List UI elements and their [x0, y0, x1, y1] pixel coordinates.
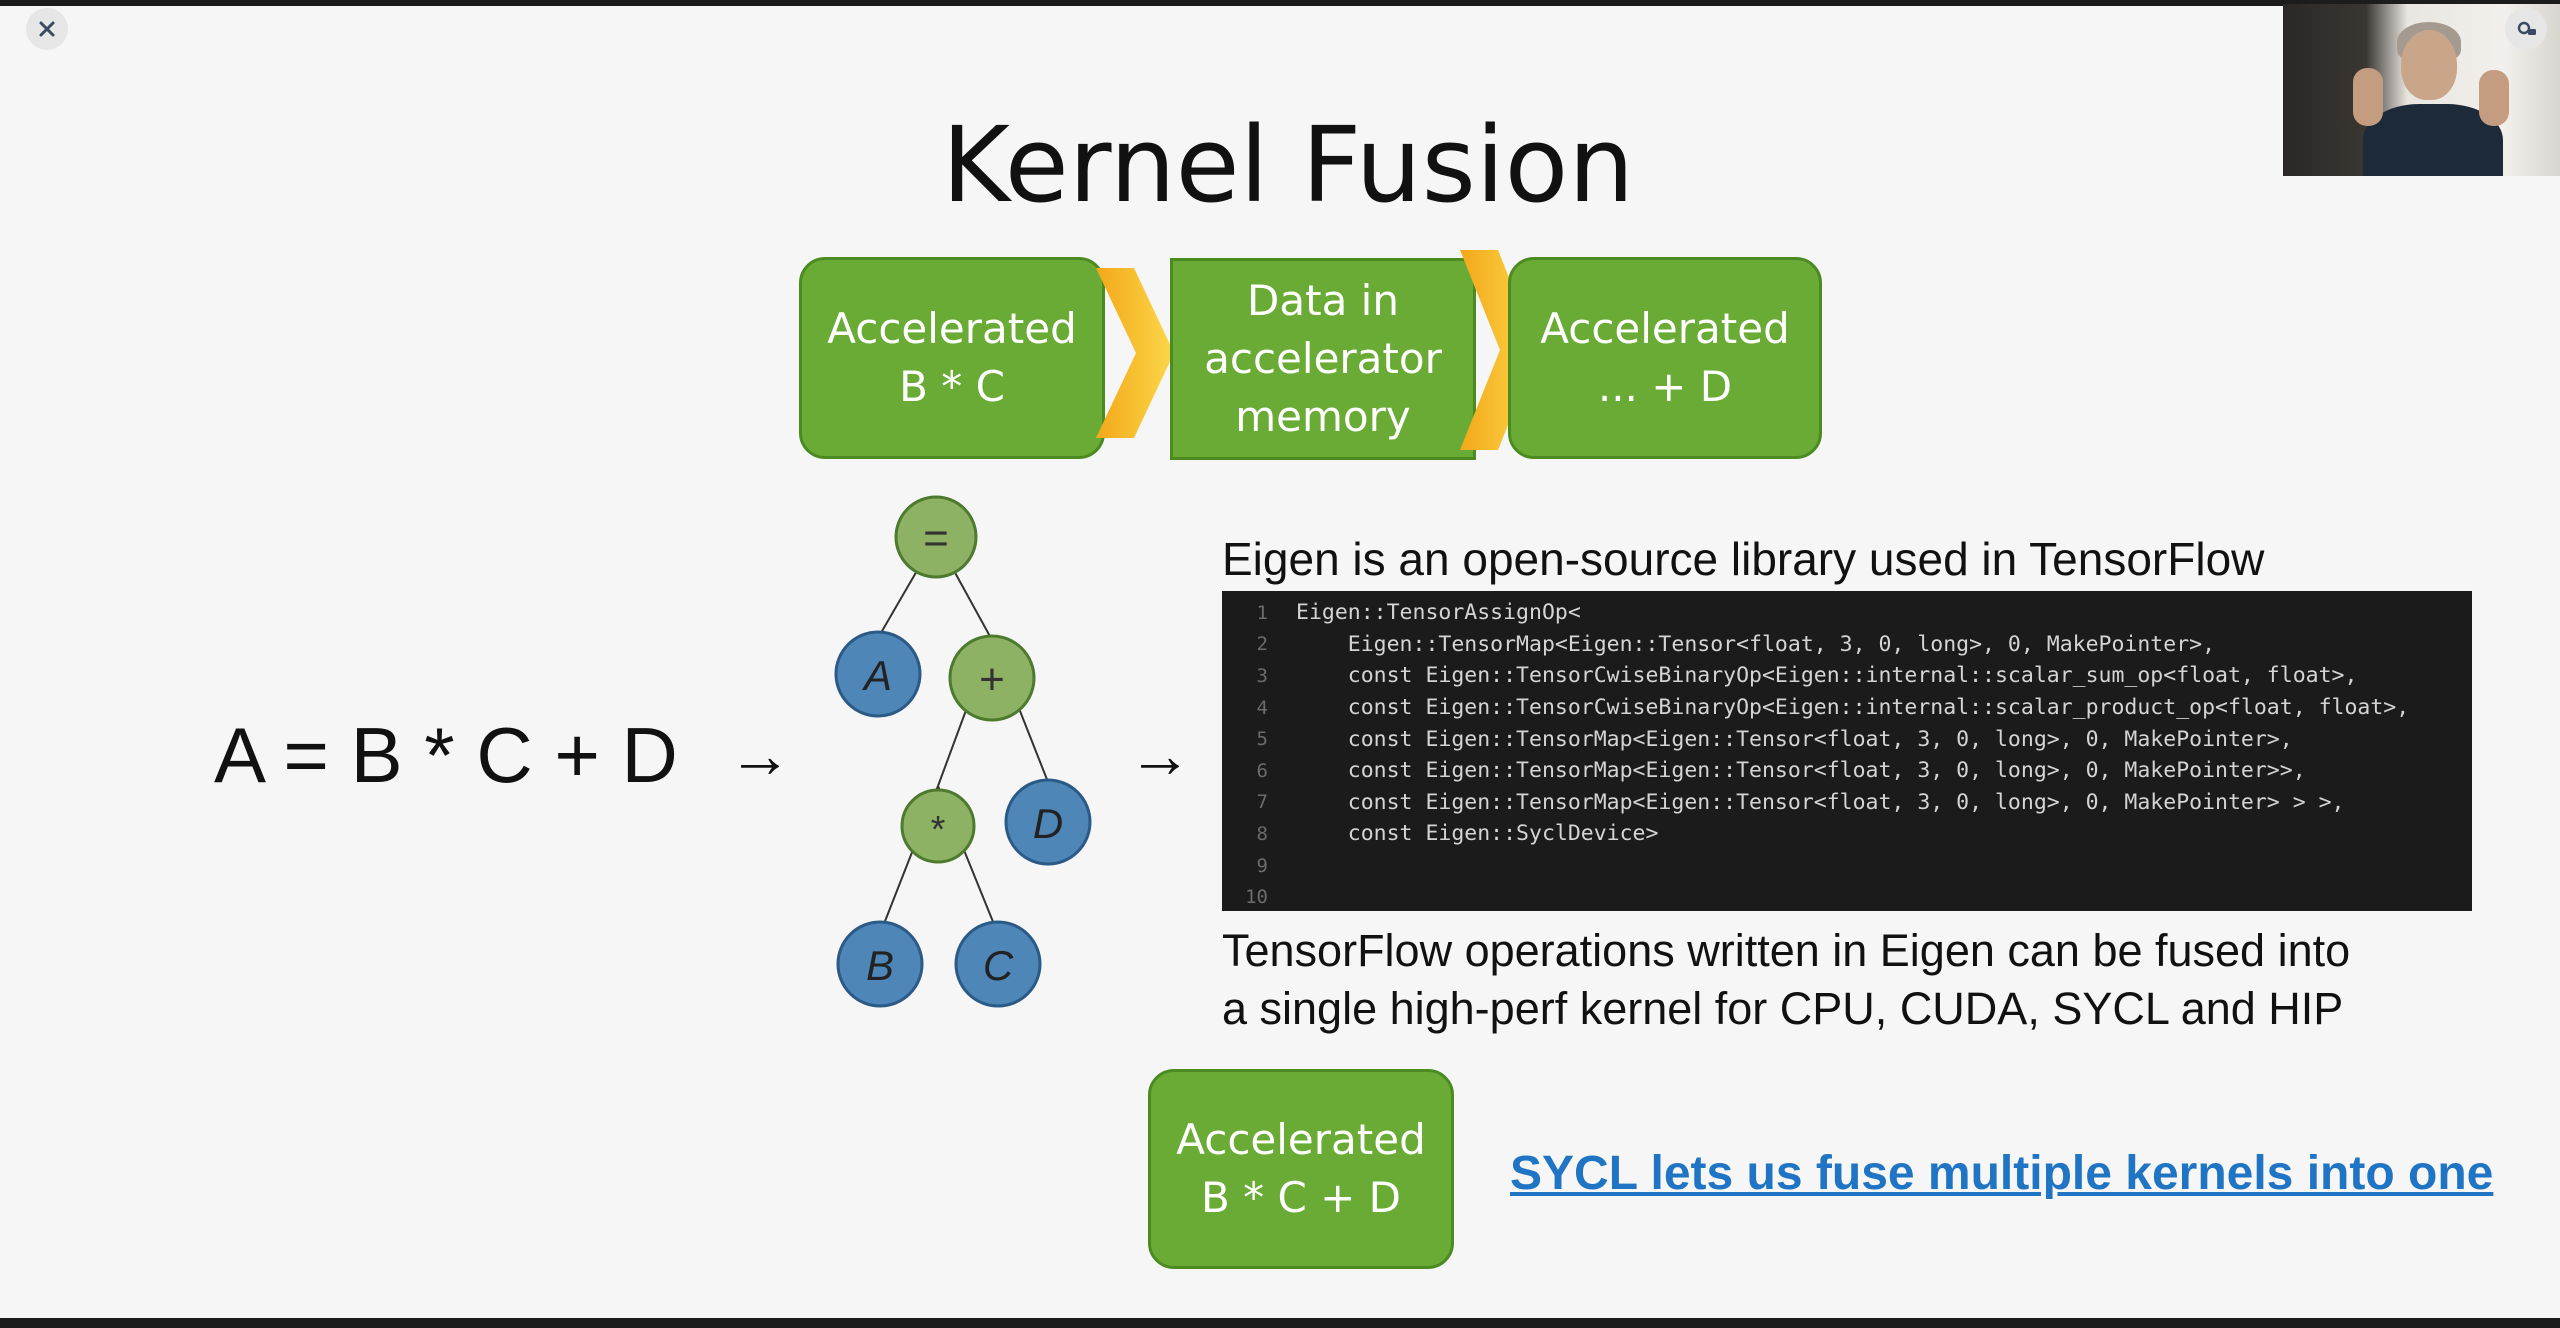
code-line: 5 const Eigen::TensorMap<Eigen::Tensor<f… [1222, 723, 2472, 755]
fused-kernel-box-label: Accelerated B * C + D [1176, 1115, 1426, 1222]
line-number: 10 [1245, 886, 1268, 909]
line-number: 4 [1256, 696, 1268, 719]
code-text: const Eigen::TensorMap<Eigen::Tensor<flo… [1296, 726, 2293, 752]
svg-text:*: * [931, 809, 946, 851]
code-line: 6 const Eigen::TensorMap<Eigen::Tensor<f… [1222, 755, 2472, 787]
presenter-hand-right [2479, 70, 2509, 126]
slide-title: Kernel Fusion [941, 104, 1635, 226]
line-number: 6 [1256, 759, 1268, 782]
camera-icon [2517, 21, 2536, 35]
code-text: Eigen::TensorAssignOp< [1296, 600, 1581, 626]
code-line: 10 [1222, 881, 2472, 913]
right-arrow-icon: → [728, 719, 792, 791]
code-line: 3 const Eigen::TensorCwiseBinaryOp<Eigen… [1222, 660, 2472, 692]
code-line: 7 const Eigen::TensorMap<Eigen::Tensor<f… [1222, 787, 2472, 819]
pipeline-box-2-label: Data in accelerator memory [1204, 276, 1442, 441]
equation: A = B * C + D [214, 711, 678, 799]
fused-description-line-2: a single high-perf kernel for CPU, CUDA,… [1222, 982, 2344, 1034]
camera-toggle-button[interactable] [2505, 8, 2547, 50]
pipeline-box-1-label: Accelerated B * C [827, 304, 1077, 411]
code-block: 1 Eigen::TensorAssignOp<2 Eigen::TensorMa… [1222, 591, 2472, 911]
right-arrow-icon: → [1128, 719, 1192, 791]
code-line: 1 Eigen::TensorAssignOp< [1222, 597, 2472, 629]
svg-text:C: C [983, 942, 1014, 989]
tree-node-plus: + [948, 634, 1036, 722]
top-bar [0, 0, 2560, 6]
svg-text:+: + [979, 655, 1005, 704]
code-text: const Eigen::TensorCwiseBinaryOp<Eigen::… [1296, 663, 2358, 689]
chevron-arrow-icon [1096, 268, 1174, 438]
code-text: Eigen::TensorMap<Eigen::Tensor<float, 3,… [1296, 631, 2216, 657]
line-number: 2 [1256, 633, 1268, 656]
tree-node-a: A [834, 630, 922, 718]
line-number: 7 [1256, 791, 1268, 814]
code-line: 4 const Eigen::TensorCwiseBinaryOp<Eigen… [1222, 692, 2472, 724]
close-button[interactable] [26, 8, 68, 50]
line-number: 3 [1256, 664, 1268, 687]
svg-text:D: D [1033, 800, 1063, 847]
sycl-link[interactable]: SYCL lets us fuse multiple kernels into … [1510, 1147, 2494, 1200]
code-text: const Eigen::SyclDevice> [1296, 821, 1659, 847]
line-number: 8 [1256, 822, 1268, 845]
tree-node-d: D [1004, 778, 1092, 866]
code-line: 9 [1222, 850, 2472, 882]
bottom-bar [0, 1318, 2560, 1328]
eigen-heading: Eigen is an open-source library used in … [1222, 533, 2265, 585]
tree-node-c: C [954, 920, 1042, 1008]
code-line: 2 Eigen::TensorMap<Eigen::Tensor<float, … [1222, 629, 2472, 661]
code-line: 8 const Eigen::SyclDevice> [1222, 818, 2472, 850]
presenter-hand-left [2353, 68, 2383, 126]
tree-node-b: B [836, 920, 924, 1008]
svg-text:=: = [923, 514, 949, 563]
line-number: 9 [1256, 854, 1268, 877]
line-number: 5 [1256, 728, 1268, 751]
svg-text:A: A [861, 652, 892, 699]
tree-node-root: = [894, 495, 978, 579]
fused-description-line-1: TensorFlow operations written in Eigen c… [1222, 925, 2351, 976]
fused-kernel-box: Accelerated B * C + D [1148, 1069, 1454, 1269]
pipeline-box-1: Accelerated B * C [799, 257, 1105, 459]
close-icon [39, 21, 55, 37]
code-text: const Eigen::TensorMap<Eigen::Tensor<flo… [1296, 789, 2345, 815]
presenter-head [2401, 30, 2457, 100]
expression-tree: = A + * D B C [834, 495, 1092, 1008]
code-text: const Eigen::TensorCwiseBinaryOp<Eigen::… [1296, 695, 2410, 721]
code-text: const Eigen::TensorMap<Eigen::Tensor<flo… [1296, 758, 2306, 784]
fused-description: TensorFlow operations written in Eigen c… [1222, 922, 2542, 1037]
tree-node-mult: * [900, 788, 976, 864]
svg-text:B: B [866, 942, 894, 989]
pipeline-box-2: Data in accelerator memory [1170, 258, 1476, 460]
pipeline-box-3: Accelerated ... + D [1508, 257, 1822, 459]
pipeline-box-3-label: Accelerated ... + D [1540, 304, 1790, 411]
line-number: 1 [1256, 601, 1268, 624]
